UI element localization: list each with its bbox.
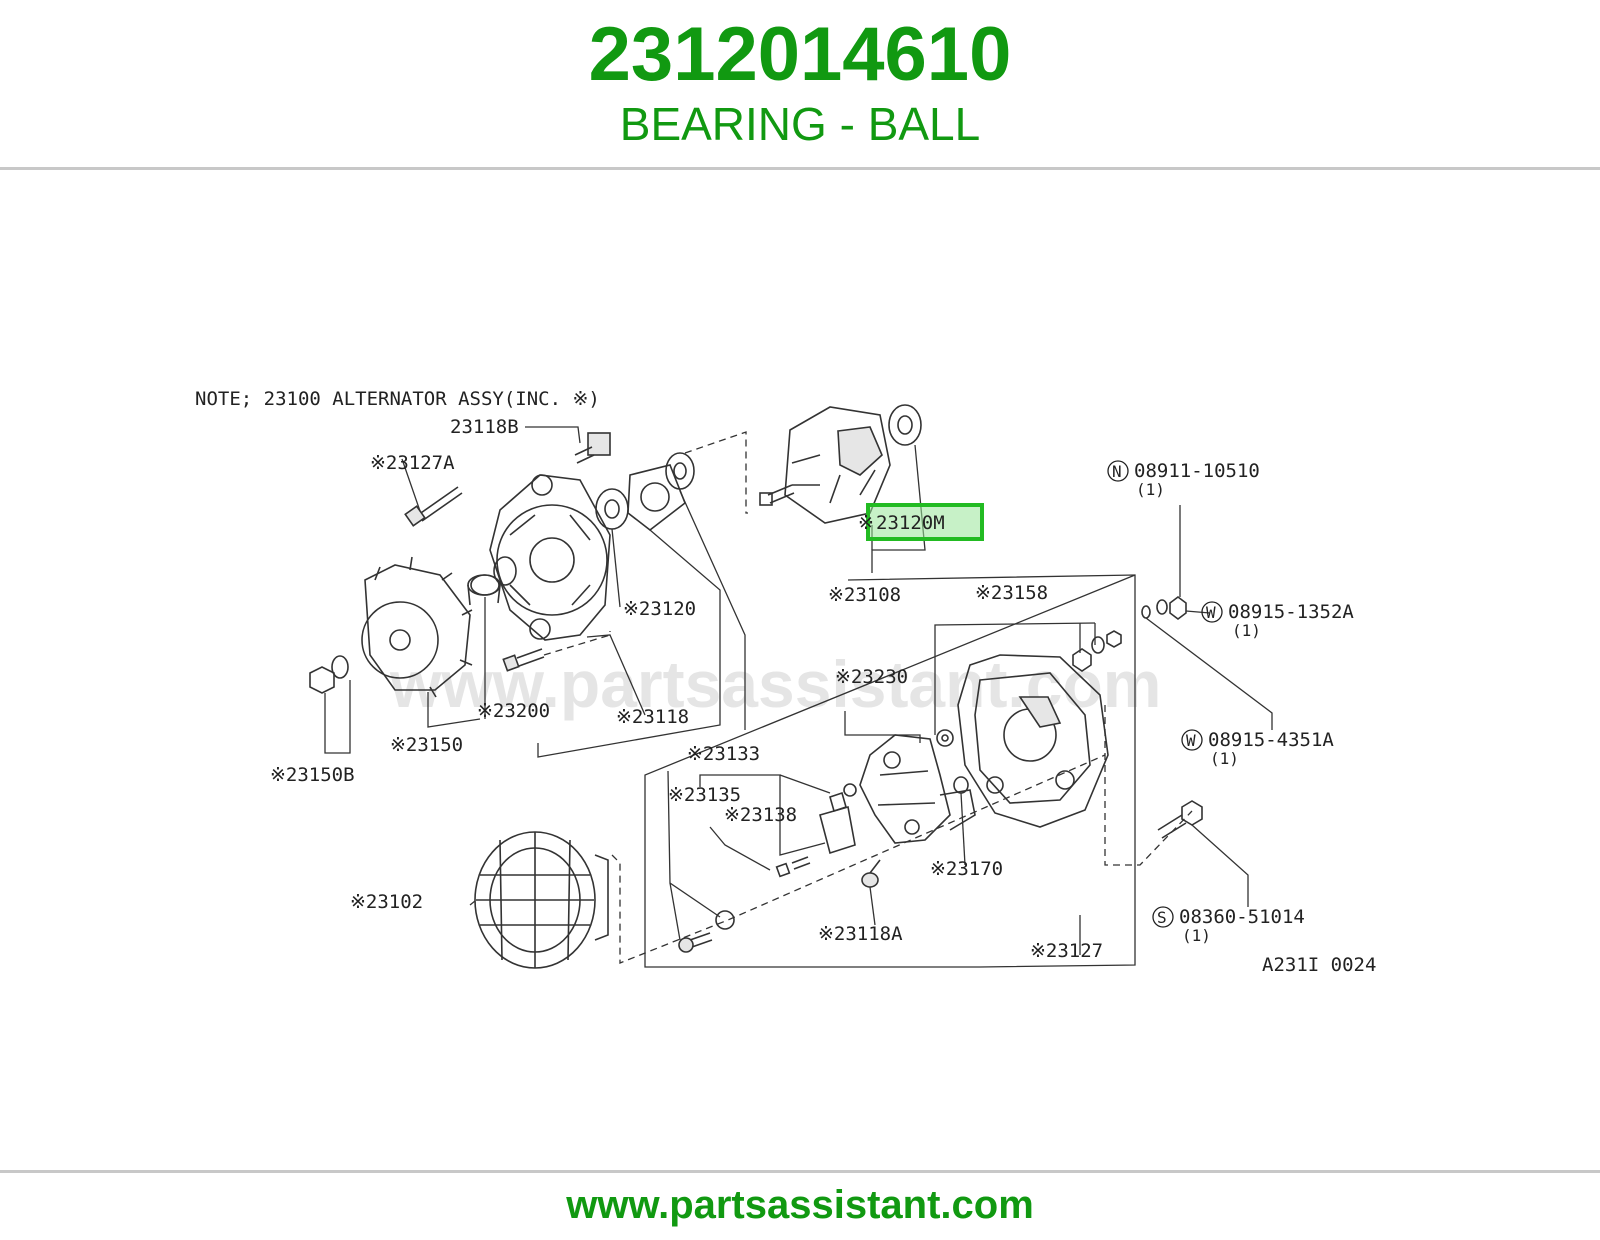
rear-cover-23158-drawing [957, 654, 1109, 828]
callout-08915-4351a-mark: W [1186, 731, 1196, 750]
callout-23120[interactable]: ※23120 [623, 598, 696, 620]
diagram-reference-code: A231I 0024 [1262, 954, 1376, 976]
nut-washer-23150b-drawing [309, 655, 349, 694]
bolt-23200-drawing [502, 648, 545, 672]
callout-08360-qty: (1) [1182, 926, 1211, 945]
diagram-note: NOTE; 23100 ALTERNATOR ASSY(INC. ※) [195, 388, 600, 410]
callout-23120m-mark: ※ [858, 512, 874, 534]
callout-23118b[interactable]: 23118B [450, 416, 519, 438]
callout-08911-mark: N [1112, 462, 1122, 481]
callout-08360-mark: S [1157, 908, 1167, 927]
screw-23118a-drawing [861, 859, 881, 888]
front-housing-drawing [470, 474, 611, 641]
rotor-23108-drawing [759, 404, 922, 524]
callout-08915-1352a: 08915-1352A [1228, 601, 1354, 623]
callout-23150[interactable]: ※23150 [390, 734, 463, 756]
callout-08915-1352a-mark: W [1206, 603, 1216, 622]
bolt-23118b-drawing [574, 432, 611, 464]
callout-08360-group[interactable]: S 08360-51014 (1) [1152, 906, 1305, 945]
bearing-23120-drawing [595, 452, 695, 532]
callout-08911: 08911-10510 [1134, 460, 1260, 482]
page-header: 2312014610 BEARING - BALL [0, 0, 1600, 168]
bolt-bushing-drawing [678, 910, 735, 953]
callout-08911-qty: (1) [1136, 480, 1165, 499]
callout-08915-1352a-group[interactable]: W 08915-1352A (1) [1201, 601, 1354, 640]
callout-23118a[interactable]: ※23118A [818, 923, 903, 945]
callout-23150b[interactable]: ※23150B [270, 764, 355, 786]
leader-lines [324, 426, 1273, 968]
callout-08915-4351a: 08915-4351A [1208, 729, 1334, 751]
callout-23138[interactable]: ※23138 [724, 804, 797, 826]
callout-08911-group[interactable]: N 08911-10510 (1) [1107, 460, 1260, 499]
callout-23118[interactable]: ※23118 [616, 706, 689, 728]
fan-23150-drawing [361, 556, 473, 698]
part-name-subtitle: BEARING - BALL [619, 98, 981, 150]
part-number-title: 2312014610 [588, 12, 1012, 97]
header-divider [0, 167, 1600, 170]
bolt-23127a-drawing [404, 486, 463, 527]
callout-08915-4351a-group[interactable]: W 08915-4351A (1) [1181, 729, 1334, 768]
callout-23102[interactable]: ※23102 [350, 891, 423, 913]
callout-23120m[interactable]: 23120M [876, 512, 945, 534]
footer-website-link[interactable]: www.partsassistant.com [566, 1183, 1034, 1227]
callout-23200[interactable]: ※23200 [477, 700, 550, 722]
callout-23108[interactable]: ※23108 [828, 584, 901, 606]
callout-23127a[interactable]: ※23127A [370, 452, 455, 474]
callout-23170[interactable]: ※23170 [930, 858, 1003, 880]
callout-23135[interactable]: ※23135 [668, 784, 741, 806]
callout-23230[interactable]: ※23230 [835, 666, 908, 688]
highlight-box-23120m[interactable] [866, 503, 984, 541]
footer-divider [0, 1170, 1600, 1173]
spacer-drawing [467, 574, 501, 606]
callout-08915-4351a-qty: (1) [1210, 749, 1239, 768]
callout-23133[interactable]: ※23133 [687, 743, 760, 765]
callout-23158[interactable]: ※23158 [975, 582, 1048, 604]
exploded-parts-diagram: NOTE; 23100 ALTERNATOR ASSY(INC. ※) www.… [180, 335, 1418, 1015]
callout-23127[interactable]: ※23127 [1030, 940, 1103, 962]
callout-08360: 08360-51014 [1179, 906, 1305, 928]
stator-23102-drawing [474, 831, 609, 969]
callout-08915-1352a-qty: (1) [1232, 621, 1261, 640]
brush-23135-drawing [775, 783, 857, 878]
